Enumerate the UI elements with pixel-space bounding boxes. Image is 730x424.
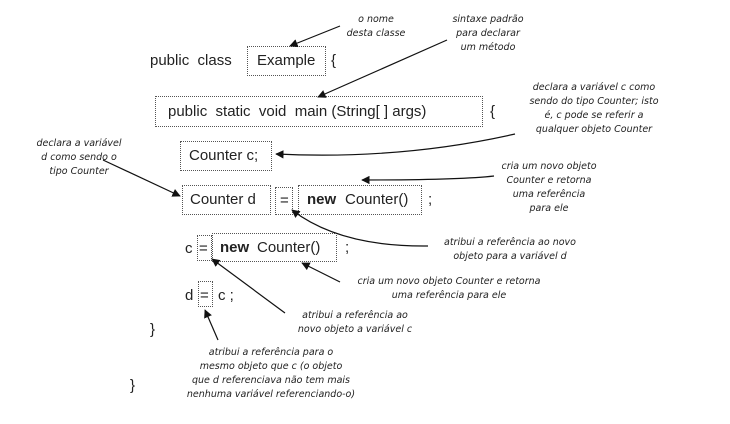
new-keyword-d: new bbox=[307, 191, 337, 208]
note-line: uma referência bbox=[512, 189, 586, 200]
note-line: que d referenciava não tem mais bbox=[191, 375, 350, 386]
new-object-d-note: cria um novo objeto Counter e retorna um… bbox=[493, 160, 605, 216]
new-object-c-note: cria um novo objeto Counter e retorna um… bbox=[340, 275, 558, 303]
declare-d-box bbox=[182, 185, 271, 215]
declare-d-note: declara a variável d como sendo o tipo C… bbox=[20, 137, 138, 179]
note-line: é, c pode se referir a bbox=[544, 110, 644, 121]
method-close-brace: } bbox=[150, 321, 156, 338]
class-close-brace: } bbox=[130, 377, 136, 394]
assign-c-box bbox=[197, 235, 212, 261]
assign-ref-c-note: atribui a referência ao novo objeto a va… bbox=[282, 309, 428, 337]
assign-d-operator: = bbox=[280, 192, 289, 209]
method-open-brace: { bbox=[490, 103, 496, 120]
note-line: tipo Counter bbox=[49, 166, 109, 177]
note-line: nenhuma variável referenciando-o) bbox=[186, 389, 356, 400]
note-line: cria um novo objeto bbox=[501, 161, 597, 172]
arrow-declare-c bbox=[275, 133, 516, 159]
note-line: cria um novo objeto Counter e retorna bbox=[357, 276, 541, 287]
c-value: c ; bbox=[218, 287, 234, 304]
class-name: Example bbox=[257, 52, 316, 69]
counter-constructor-c: Counter() bbox=[257, 239, 321, 256]
arrow-class-name bbox=[289, 25, 341, 48]
class-name-box bbox=[247, 46, 326, 76]
declare-c-statement: Counter c; bbox=[189, 147, 259, 164]
note-line: sendo do tipo Counter; isto bbox=[529, 96, 659, 107]
semicolon-c: ; bbox=[345, 239, 350, 256]
note-line: atribui a referência para o bbox=[208, 347, 334, 358]
counter-constructor-d: Counter() bbox=[345, 191, 409, 208]
class-declaration: public class bbox=[150, 52, 232, 69]
note-line: novo objeto a variável c bbox=[297, 324, 413, 335]
note-line: desta classe bbox=[346, 28, 406, 39]
note-line: atribui a referência ao novo bbox=[444, 237, 576, 248]
new-counter-c-box bbox=[212, 233, 337, 262]
note-line: para declarar bbox=[456, 28, 520, 39]
note-line: atribui a referência ao bbox=[302, 310, 408, 321]
note-line: declara a variável bbox=[36, 138, 122, 149]
note-line: qualquer objeto Counter bbox=[535, 124, 653, 135]
class-open-brace: { bbox=[331, 52, 337, 69]
declare-c-box bbox=[180, 141, 272, 171]
d-variable: d bbox=[185, 287, 194, 304]
note-line: o nome bbox=[358, 14, 394, 25]
assign-dc-box bbox=[198, 281, 213, 307]
arrow-assign-ref-d bbox=[291, 209, 429, 247]
note-line: sintaxe padrão bbox=[452, 14, 524, 25]
same-object-note: atribui a referência para o mesmo objeto… bbox=[160, 346, 382, 402]
note-line: objeto para a variável d bbox=[453, 251, 567, 262]
arrow-declare-d bbox=[102, 159, 181, 197]
note-line: d como sendo o bbox=[41, 152, 117, 163]
c-variable: c bbox=[185, 240, 193, 257]
note-line: para ele bbox=[529, 203, 569, 214]
new-keyword-c: new bbox=[220, 239, 250, 256]
arrow-new-object-d bbox=[361, 175, 495, 185]
method-syntax-note: sintaxe padrão para declarar um método bbox=[440, 13, 536, 55]
assign-c-operator: = bbox=[199, 240, 208, 257]
arrow-same-object bbox=[204, 309, 219, 341]
arrow-assign-ref-c bbox=[211, 258, 286, 314]
note-line: mesmo objeto que c (o objeto bbox=[199, 361, 343, 372]
note-line: uma referência para ele bbox=[391, 290, 507, 301]
note-line: um método bbox=[460, 42, 516, 53]
arrow-new-object-c bbox=[301, 262, 341, 283]
note-line: declara a variável c como bbox=[532, 82, 656, 93]
declare-c-note: declara a variável c como sendo do tipo … bbox=[510, 81, 678, 137]
semicolon-d: ; bbox=[428, 191, 433, 208]
assign-dc-operator: = bbox=[200, 287, 209, 304]
method-signature: public static void main (String[ ] args) bbox=[168, 103, 427, 120]
class-name-note: o nome desta classe bbox=[338, 13, 414, 41]
assign-d-box bbox=[275, 187, 293, 215]
new-counter-d-box bbox=[298, 185, 422, 215]
assign-ref-d-note: atribui a referência ao novo objeto para… bbox=[424, 236, 596, 264]
declare-d-statement: Counter d bbox=[190, 191, 256, 208]
arrow-method-syntax bbox=[317, 39, 448, 98]
note-line: Counter e retorna bbox=[506, 175, 592, 186]
